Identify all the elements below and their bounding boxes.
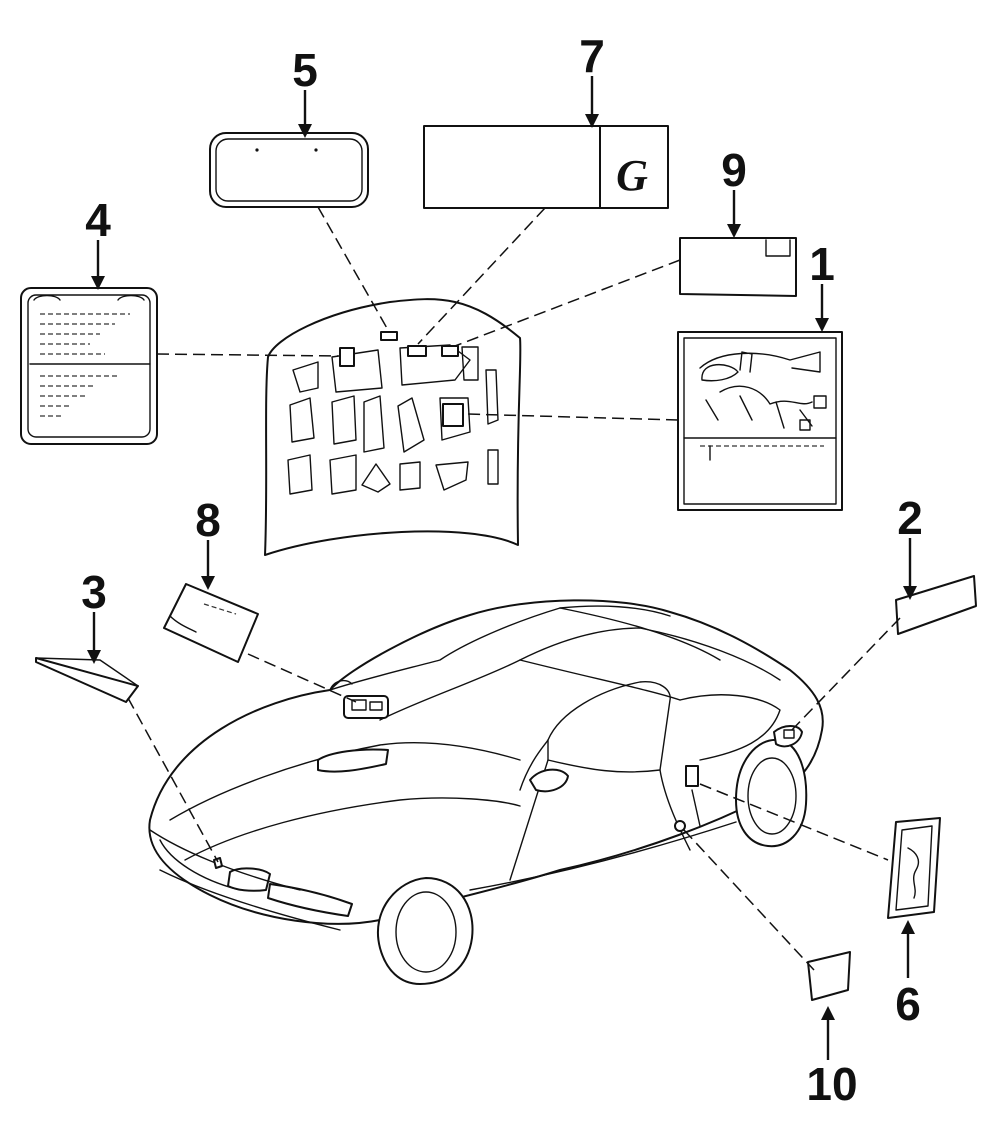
gm-logo-icon: G [616,151,648,200]
label-6-part [887,817,941,919]
callout-2: 2 [897,492,923,544]
label-8-part [163,583,259,663]
label-9-part [679,237,797,297]
door-jamb-label-spot [685,765,699,787]
label-7-part: G [423,125,669,209]
hood-panel [264,298,522,556]
label-10-part [807,951,851,1001]
hood-label-9-spot [441,345,459,357]
callout-8: 8 [195,494,221,546]
callout-5: 5 [292,44,318,96]
hood-label-1-spot [442,403,464,427]
callout-10: 10 [806,1058,857,1110]
callout-9: 9 [721,144,747,196]
hood-label-7-spot [407,345,427,357]
car-body [148,599,824,985]
hood-label-5-spot [380,331,398,341]
label-3-part [35,657,139,703]
callout-arrows [87,76,917,1060]
front-label-spot [213,857,223,869]
leader-lines [127,206,901,971]
callout-4: 4 [85,194,111,246]
label-5-part [209,132,369,208]
callout-3: 3 [81,566,107,618]
hood-label-4-spot [339,347,355,367]
callout-6: 6 [895,978,921,1030]
label-2-part [895,575,977,635]
label-1-part [677,331,843,511]
callout-1: 1 [809,238,835,290]
label-4-part [20,287,158,445]
callout-7: 7 [579,30,605,82]
callout-numbers: 1 2 3 4 5 6 7 8 9 10 [81,30,923,1110]
